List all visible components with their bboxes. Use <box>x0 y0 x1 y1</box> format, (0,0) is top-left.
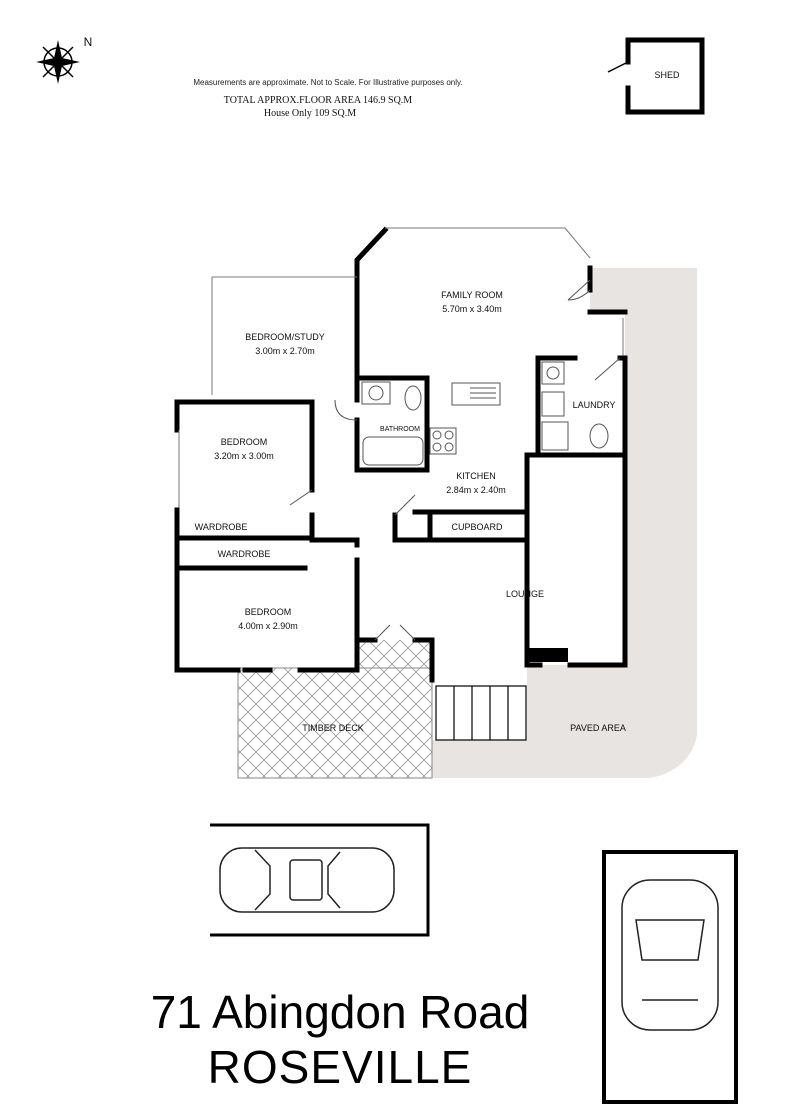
address-street: 71 Abingdon Road <box>150 986 530 1038</box>
carport <box>210 823 430 937</box>
walls <box>174 226 628 683</box>
bedroom3-size: 4.00m x 2.90m <box>238 621 298 631</box>
car-icon <box>219 847 395 913</box>
family-room-label: FAMILY ROOM <box>441 290 503 300</box>
wardrobe1-label: WARDROBE <box>195 522 248 532</box>
kitchen-label: KITCHEN <box>456 471 496 481</box>
fixtures <box>289 279 621 641</box>
bedroom-study-label: BEDROOM/STUDY <box>245 332 325 342</box>
family-room-size: 5.70m x 3.40m <box>442 304 502 314</box>
house-area: House Only 109 SQ.M <box>264 108 356 119</box>
paved-area <box>432 268 697 778</box>
bathroom-label: BATHROOM <box>380 426 420 433</box>
bedroom3-label: BEDROOM <box>245 607 292 617</box>
bedroom2-label: BEDROOM <box>221 437 268 447</box>
timber-deck <box>237 667 433 779</box>
address-suburb: ROSEVILLE <box>207 1041 473 1093</box>
timber-deck-label: TIMBER DECK <box>302 723 364 733</box>
wardrobe2-label: WARDROBE <box>218 549 271 559</box>
total-area: TOTAL APPROX.FLOOR AREA 146.9 SQ.M <box>224 95 413 106</box>
shed: SHED <box>607 37 705 115</box>
cupboard-label: CUPBOARD <box>451 522 503 532</box>
svg-text:SHED: SHED <box>654 70 680 80</box>
compass-icon: N <box>36 35 92 84</box>
bedroom2-size: 3.20m x 3.00m <box>214 451 274 461</box>
kitchen-size: 2.84m x 2.40m <box>446 485 506 495</box>
garage <box>602 850 738 1104</box>
laundry-label: LAUNDRY <box>573 400 616 410</box>
north-label: N <box>84 35 93 49</box>
lounge-label: LOUNGE <box>506 589 544 599</box>
paved-area-label: PAVED AREA <box>570 723 626 733</box>
bedroom-study-size: 3.00m x 2.70m <box>255 346 315 356</box>
steps <box>435 685 527 741</box>
disclaimer: Measurements are approximate. Not to Sca… <box>193 78 462 87</box>
car-icon <box>621 879 719 1031</box>
